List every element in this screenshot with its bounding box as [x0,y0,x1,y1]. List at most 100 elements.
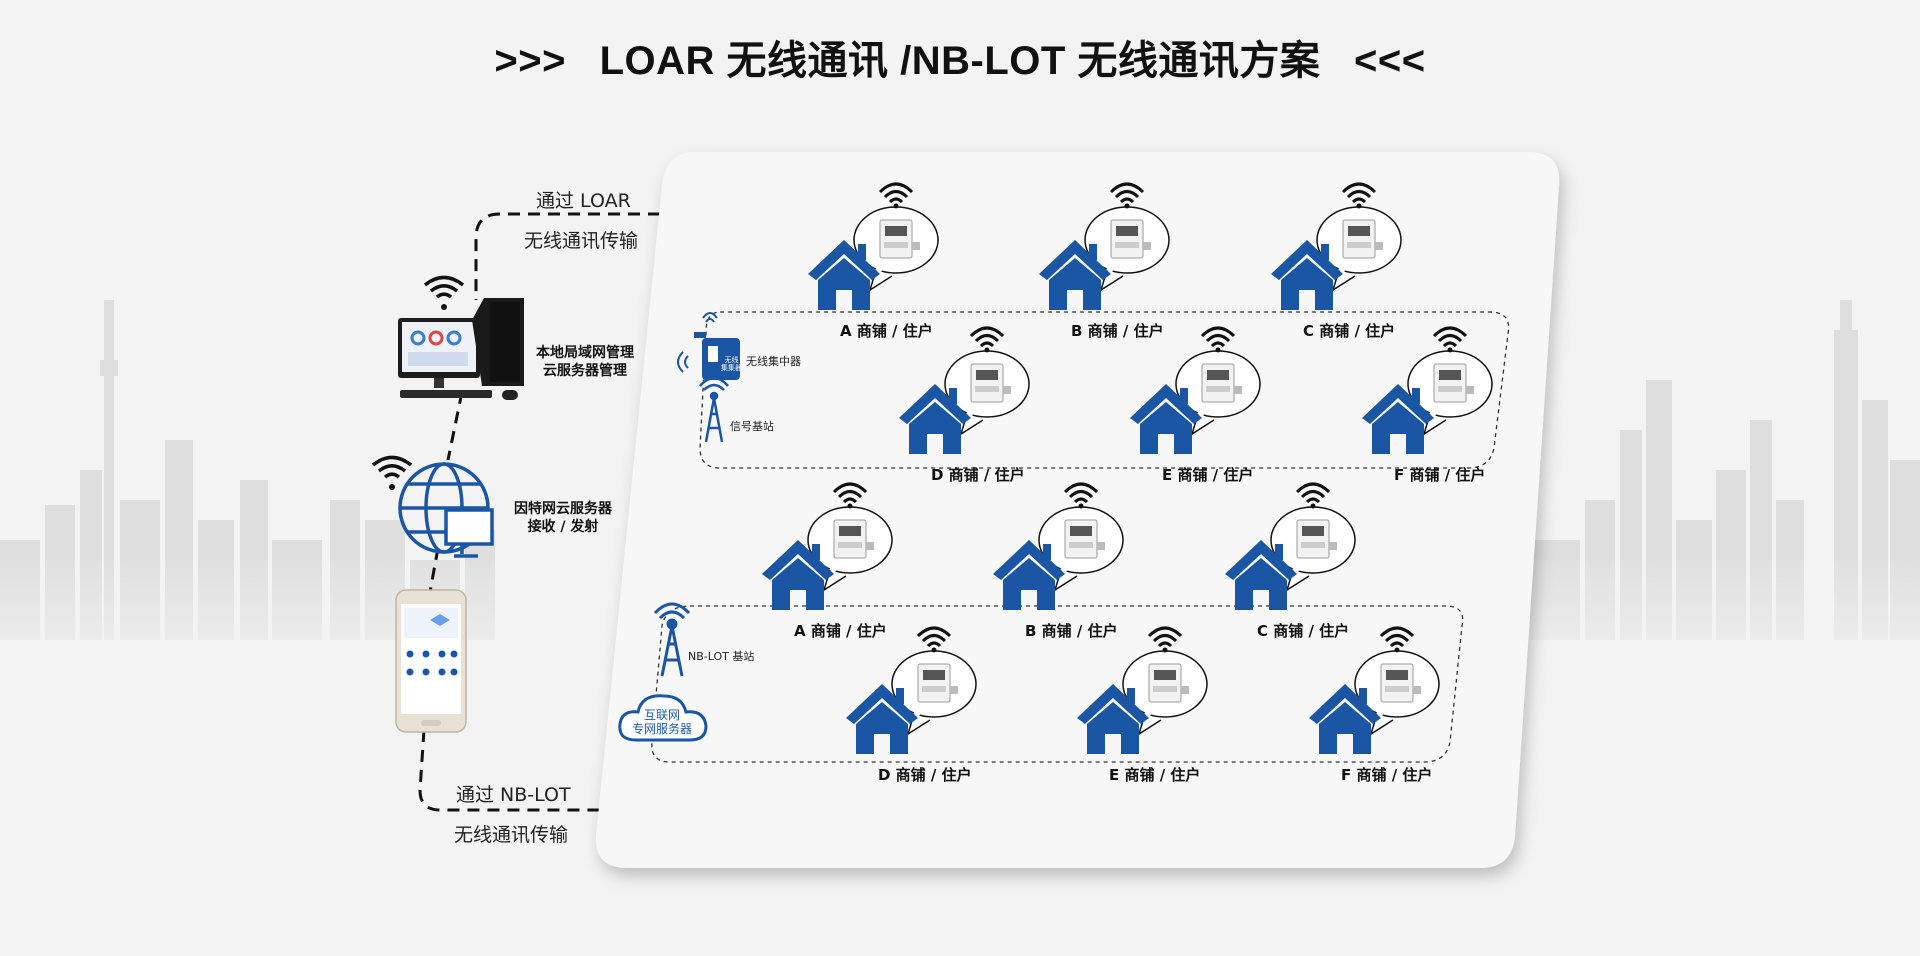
wifi-signal-icon [1341,182,1377,209]
concentrator-badge-line-2: 集集器 [721,364,742,372]
meter-bubble [807,482,893,592]
home-unit [762,482,893,610]
concentrator-badge: 无线 集集器 [721,356,742,372]
loar-link-line [474,212,660,300]
house-icon [899,384,971,454]
energy-meter-icon [1064,519,1105,559]
internet-cloud-icon [618,694,708,742]
house-icon [762,540,834,610]
wifi-signal-icon [916,626,952,653]
wifi-signal-icon [1379,626,1415,653]
house-icon [1225,540,1297,610]
home-unit [1362,326,1493,454]
loar-link-label-1: 通过 LOAR [536,190,631,212]
home-label: E 商铺 / 住户 [1162,466,1254,484]
globe-server-icon [398,462,494,558]
energy-meter-icon [917,663,958,703]
meter-bubble [1407,326,1493,436]
home-unit [1039,182,1170,310]
cloud-server-label-line-1: 因特网云服务器 [514,501,612,517]
smartphone-icon [395,589,467,733]
connector-lines [418,212,660,812]
house-icon [993,540,1065,610]
wifi-signal-icon [878,182,914,209]
page-title: >>> LOAR 无线通讯 /NB-LOT 无线通讯方案 <<< [0,28,1920,86]
wifi-signal-icon [1295,482,1331,509]
home-label: B 商铺 / 住户 [1025,622,1118,640]
wifi-signal-icon [1109,182,1145,209]
home-unit [846,626,977,754]
house-icon [1309,684,1381,754]
meter-bubble [944,326,1030,436]
house-icon [1271,240,1343,310]
home-unit [1271,182,1402,310]
house-icon [1039,240,1111,310]
nb-link-label-2: 无线通讯传输 [454,824,569,846]
energy-meter-icon [1296,519,1337,559]
meter-bubble [1354,626,1440,736]
concentrator-badge-line-1: 无线 [724,356,739,364]
wifi-signal-icon [1147,626,1183,653]
home-unit [1130,326,1261,454]
pc-to-cloud-line [446,391,464,461]
concentrator-label: 无线集中器 [746,355,801,368]
home-label: F 商铺 / 住户 [1341,766,1433,784]
meter-bubble [891,626,977,736]
nb-network-loop [651,605,1464,763]
meter-bubble [1316,182,1402,292]
energy-meter-icon [1148,663,1189,703]
home-unit [808,182,939,310]
concentrator-icon [677,312,740,380]
home-unit [1225,482,1356,610]
wifi-signal-icon [1432,326,1468,353]
internet-cloud-label-line-2: 专网服务器 [631,722,692,736]
wifi-signal-icon [832,482,868,509]
pc-workstation-icon [398,298,524,400]
base-station-tower-icon [699,376,729,443]
home-label: E 商铺 / 住户 [1109,766,1201,784]
skyline-right [1530,300,1920,640]
energy-meter-icon [1201,363,1242,403]
home-unit [1077,626,1208,754]
house-icon [1130,384,1202,454]
meter-bubble [1270,482,1356,592]
home-label: C 商铺 / 住户 [1257,622,1350,640]
pc-label-line-2: 云服务器管理 [543,363,627,379]
meter-bubble [1084,182,1170,292]
meter-bubble [1122,626,1208,736]
energy-meter-icon [1342,219,1383,259]
wifi-signal-icon [969,326,1005,353]
meter-bubble [1038,482,1124,592]
internet-cloud-label: 互联网 专网服务器 [626,708,698,736]
cloud-to-phone-line [428,547,440,593]
base-station-label: 信号基站 [730,420,774,433]
nb-base-station-tower-icon [653,602,691,677]
energy-meter-icon [833,519,874,559]
home-label: A 商铺 / 住户 [840,322,933,340]
house-icon [808,240,880,310]
energy-meter-icon [879,219,920,259]
title-text: LOAR 无线通讯 /NB-LOT 无线通讯方案 [599,39,1321,83]
wifi-signal-icon [1200,326,1236,353]
wifi-signal-icon [1063,482,1099,509]
energy-meter-icon [1380,663,1421,703]
home-label: D 商铺 / 住户 [931,466,1025,484]
title-arrows-left: >>> [494,39,566,83]
nb-link-label-1: 通过 NB-LOT [456,784,571,806]
home-label: A 商铺 / 住户 [794,622,887,640]
cloud-server-label: 因特网云服务器 接收 / 发射 [514,500,612,536]
energy-meter-icon [970,363,1011,403]
home-label: B 商铺 / 住户 [1071,322,1164,340]
title-arrows-right: <<< [1354,39,1426,83]
energy-meter-icon [1433,363,1474,403]
home-label: D 商铺 / 住户 [878,766,972,784]
loar-link-label-2: 无线通讯传输 [524,230,639,252]
nb-link-line [418,729,600,812]
homes-layer [762,182,1493,754]
home-label: C 商铺 / 住户 [1303,322,1396,340]
house-icon [846,684,918,754]
lora-network-loop [699,311,1510,469]
house-icon [1362,384,1434,454]
